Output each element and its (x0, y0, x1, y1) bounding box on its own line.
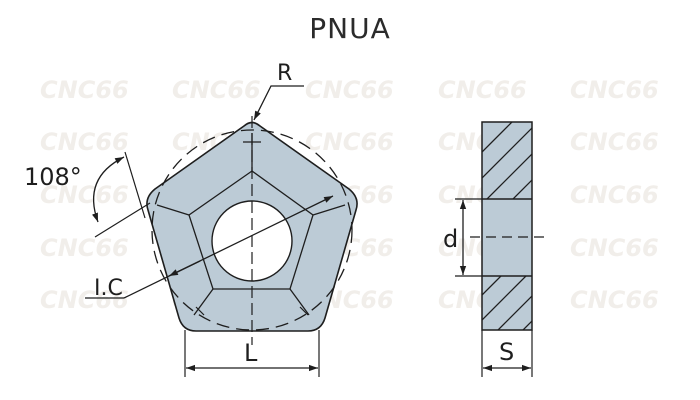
radius-dimension: R (253, 61, 304, 121)
ic-dimension: I.C (85, 195, 334, 301)
hole-diameter-label: d (443, 225, 458, 253)
watermark: CNC66 (570, 286, 659, 314)
thickness-dimension: S (481, 330, 533, 377)
watermark: CNC66 (172, 76, 261, 104)
watermark: CNC66 (570, 181, 659, 209)
insert-front-view (146, 116, 358, 345)
diagram-title: PNUA (309, 12, 391, 45)
angle-label: 108° (24, 163, 82, 191)
hatching-bottom (482, 276, 532, 330)
watermark: CNC66 (40, 234, 129, 262)
watermark: CNC66 (305, 128, 394, 156)
angle-dimension: 108° (24, 151, 151, 238)
watermark: CNC66 (570, 234, 659, 262)
watermark: CNC66 (438, 76, 527, 104)
watermark: CNC66 (570, 76, 659, 104)
insert-side-view (470, 121, 545, 331)
length-dimension: L (184, 330, 320, 377)
length-label: L (244, 339, 258, 367)
ic-label: I.C (94, 276, 123, 301)
hole-diameter-dimension: d (443, 198, 482, 277)
thickness-label: S (499, 338, 514, 366)
watermark: CNC66 (40, 286, 129, 314)
hatching-top (482, 122, 532, 199)
inscribed-circle (151, 129, 353, 331)
watermark: CNC66 (40, 76, 129, 104)
radius-label: R (277, 61, 292, 86)
watermark: CNC66 (570, 128, 659, 156)
watermark: CNC66 (40, 128, 129, 156)
watermark: CNC66 (305, 76, 394, 104)
